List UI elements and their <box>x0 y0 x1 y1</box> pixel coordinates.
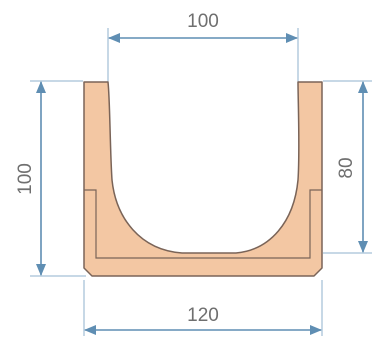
channel-inner-base-outline <box>84 189 322 259</box>
label-inner-width: 100 <box>187 11 219 32</box>
label-total-height: 100 <box>15 163 36 195</box>
label-inner-height: 80 <box>336 157 357 178</box>
label-outer-width: 120 <box>187 305 219 326</box>
dimension-lines <box>36 33 368 335</box>
channel-body <box>83 81 323 277</box>
dimension-labels: 100 100 80 120 <box>15 11 357 326</box>
channel-cross-section <box>83 81 323 277</box>
